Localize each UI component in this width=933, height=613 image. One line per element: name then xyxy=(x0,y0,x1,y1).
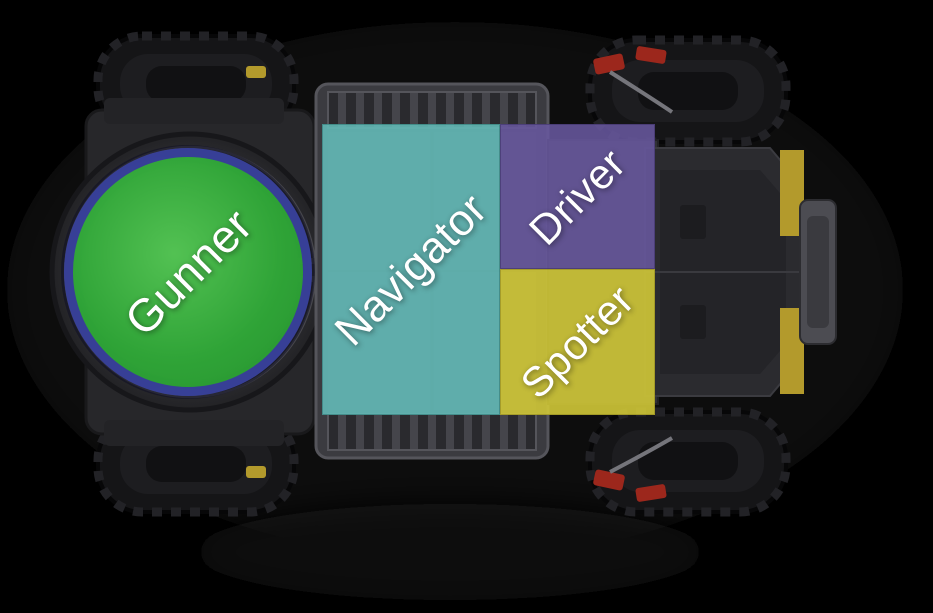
seat-region-spotter[interactable]: Spotter xyxy=(500,269,655,415)
shock-accent-top-left xyxy=(246,66,266,78)
seat-label-gunner: Gunner xyxy=(114,198,262,346)
wheel-bottom-right xyxy=(585,407,791,517)
seat-region-navigator[interactable]: Navigator xyxy=(322,124,500,415)
seat-label-spotter: Spotter xyxy=(511,275,643,408)
wheel-top-right xyxy=(585,35,791,147)
tow-hooks xyxy=(593,46,674,502)
shock-accent-bottom-left xyxy=(246,466,266,478)
seat-region-driver[interactable]: Driver xyxy=(500,124,655,269)
hood-vent-top xyxy=(680,205,706,239)
seat-label-navigator: Navigator xyxy=(325,183,497,355)
seat-label-driver: Driver xyxy=(519,138,635,254)
hood-vent-bottom xyxy=(680,305,706,339)
seat-region-gunner[interactable]: Gunner xyxy=(64,148,312,396)
